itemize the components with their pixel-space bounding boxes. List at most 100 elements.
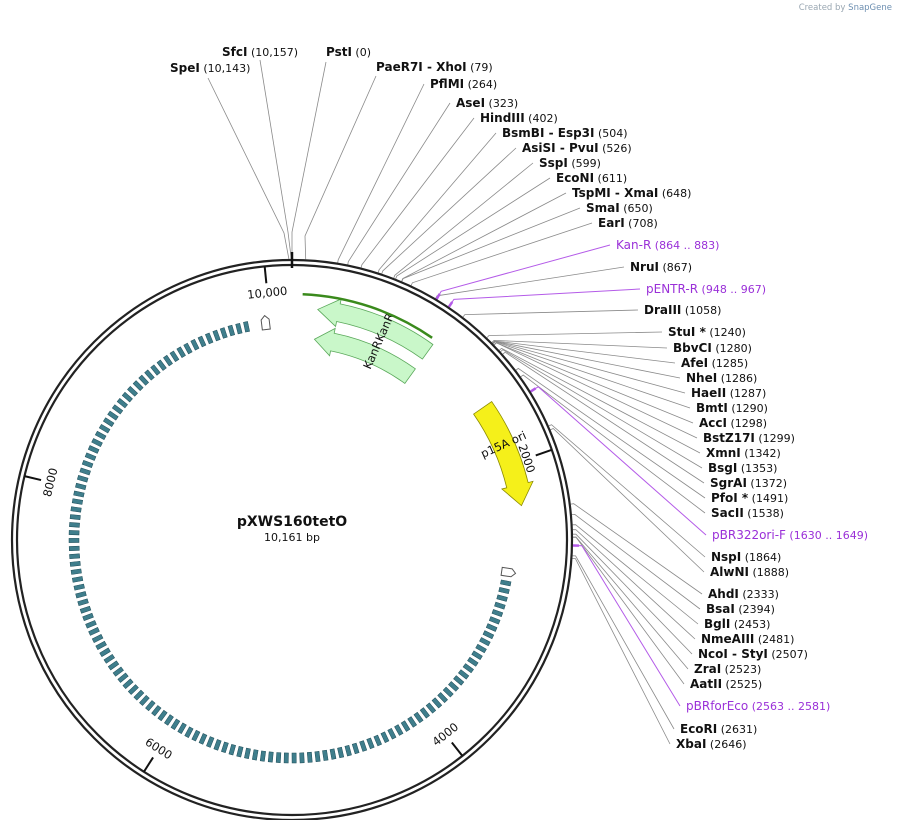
enzyme-label: NspI (1864) <box>711 550 781 564</box>
sequence-segment <box>475 643 487 654</box>
sequence-segment <box>117 672 129 683</box>
sequence-segment <box>68 538 80 543</box>
sequence-segment <box>329 748 337 760</box>
snapgene-credit: Created by SnapGene <box>799 3 892 13</box>
sequence-segment <box>95 640 107 651</box>
enzyme-leader <box>571 513 701 610</box>
enzyme-label: AfeI (1285) <box>681 356 748 370</box>
sequence-segment <box>73 583 85 591</box>
enzyme-label: AatII (2525) <box>690 677 762 691</box>
sequence-segment <box>127 684 139 695</box>
primer-site-mark <box>447 301 454 308</box>
enzyme-leader <box>410 222 593 286</box>
sequence-segment <box>69 514 81 520</box>
sequence-segment <box>191 729 201 742</box>
primer-site-mark <box>435 293 441 300</box>
enzyme-label: AsiSI - PvuI (526) <box>522 141 632 155</box>
sequence-segment <box>150 364 161 376</box>
sequence-segment <box>70 568 82 575</box>
enzyme-label: SpeI (10,143) <box>170 61 250 75</box>
sequence-segment <box>496 594 508 602</box>
enzyme-label: StuI * (1240) <box>668 325 746 339</box>
sequence-segment <box>471 650 483 660</box>
sequence-segment <box>419 707 430 719</box>
enzyme-leader <box>572 529 696 640</box>
sequence-segment <box>275 752 282 763</box>
primer-leader <box>530 386 707 536</box>
enzyme-label: SgrAI (1372) <box>710 476 787 490</box>
sequence-segment <box>91 438 103 447</box>
sequence-segment <box>88 627 100 636</box>
sequence-segment <box>291 752 297 764</box>
enzyme-leader <box>520 374 706 514</box>
sequence-segment <box>107 660 120 671</box>
plasmid-name: pXWS160tetO <box>237 514 347 530</box>
sequence-segment <box>306 751 313 763</box>
sequence-segment <box>77 598 89 606</box>
sequence-segment <box>359 740 368 752</box>
sequence-segment <box>425 702 437 714</box>
sequence-segment <box>198 733 208 745</box>
sequence-segment <box>491 609 504 618</box>
sequence-segment <box>69 522 80 528</box>
primer-label: pENTR-R (948 .. 967) <box>646 282 766 296</box>
sequence-segment <box>79 605 92 614</box>
sequence-segment <box>68 545 80 551</box>
sequence-segment <box>177 722 187 734</box>
enzyme-leader <box>395 177 551 279</box>
sequence-segment <box>366 737 375 750</box>
sequence-segment <box>139 694 150 706</box>
feature-arrow <box>473 401 534 507</box>
sequence-segment <box>243 321 250 333</box>
enzyme-label: BsmBI - Esp3I (504) <box>502 126 628 140</box>
sequence-segment <box>71 498 84 505</box>
sequence-segment <box>228 744 236 756</box>
enzyme-leader <box>515 367 706 499</box>
enzyme-leader <box>393 162 534 279</box>
enzyme-label: BsgI (1353) <box>708 461 777 475</box>
sequence-segment <box>75 591 87 599</box>
enzyme-label: NruI (867) <box>630 260 692 274</box>
enzyme-leader <box>550 428 705 573</box>
segment-end-arrow <box>500 566 517 578</box>
enzyme-label: BmtI (1290) <box>696 401 768 415</box>
enzyme-label: TspMI - XmaI (648) <box>572 186 691 200</box>
primer-label: pBR322ori-F (1630 .. 1649) <box>712 528 868 542</box>
enzyme-leader <box>493 342 698 439</box>
sequence-segment <box>91 634 104 643</box>
sequence-segment <box>144 369 155 381</box>
sequence-segment <box>206 736 215 748</box>
enzyme-label: NmeAIII (2481) <box>701 632 794 646</box>
sequence-segment <box>498 587 510 595</box>
selected-region-line <box>302 292 433 339</box>
enzyme-leader <box>492 340 686 394</box>
site-labels: SfcI (10,157)SpeI (10,143)PstI (0)PaeR7I… <box>170 45 868 751</box>
sequence-segment <box>98 423 111 434</box>
enzyme-leader <box>304 75 377 260</box>
sequence-segment <box>494 601 506 610</box>
enzyme-label: EarI (708) <box>598 216 658 230</box>
leader-lines <box>207 59 707 745</box>
sequence-segment <box>453 675 465 686</box>
enzyme-label: SfcI (10,157) <box>222 45 298 59</box>
plasmid-length: 10,161 bp <box>264 531 320 544</box>
sequence-segment <box>244 747 251 760</box>
sequence-segment <box>99 647 111 657</box>
sequence-segment <box>71 576 84 583</box>
sequence-segment <box>133 689 145 701</box>
sequence-segment <box>184 726 194 738</box>
sequence-segment <box>431 697 443 709</box>
sequence-segment <box>85 620 97 629</box>
sequence-segment <box>488 616 501 625</box>
sequence-segment <box>163 354 173 367</box>
sequence-segment <box>479 637 491 647</box>
sequence-segment <box>314 751 321 763</box>
sequence-segment <box>252 749 259 761</box>
enzyme-leader <box>462 309 639 318</box>
sequence-segment <box>81 459 94 469</box>
sequence-segment <box>79 467 91 476</box>
sequence-segment <box>116 398 128 409</box>
enzyme-label: PfoI * (1491) <box>711 491 788 505</box>
enzyme-label: PstI (0) <box>326 45 371 59</box>
